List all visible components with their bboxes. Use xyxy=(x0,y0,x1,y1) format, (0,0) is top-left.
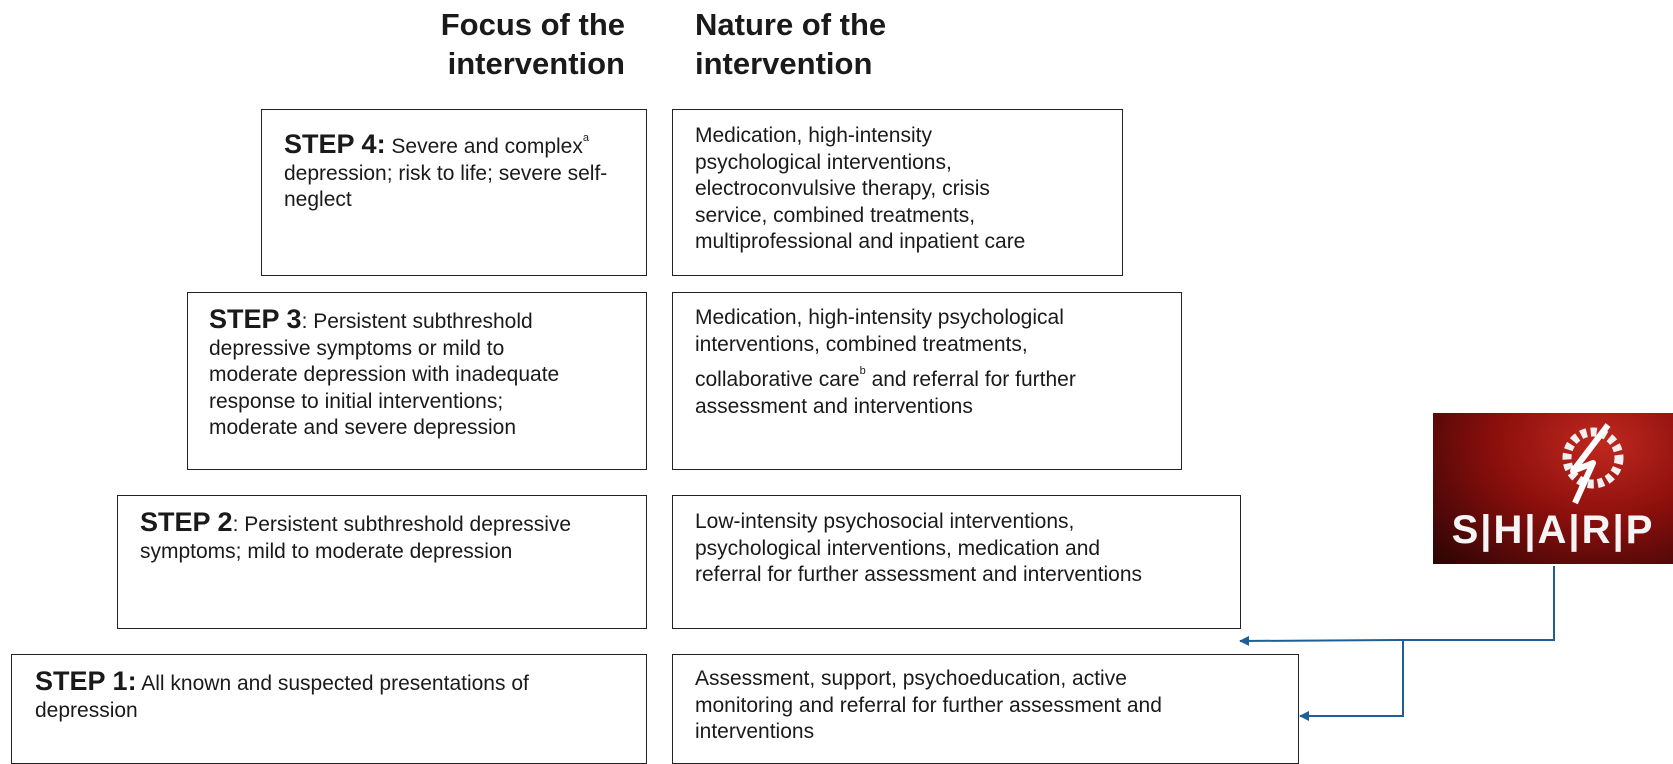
step2-sep: : xyxy=(232,513,239,536)
step4-nature-line: Medication, high-intensity xyxy=(695,124,932,147)
step2-nature-line: psychological interventions, medication … xyxy=(695,536,1101,560)
step3-focus-line: depressive symptoms or mild to xyxy=(209,336,505,360)
step1-nature-text: Assessment, support, psychoeducation, ac… xyxy=(695,666,1295,746)
step2-focus-first: Persistent subthreshold depressive xyxy=(244,513,572,536)
step3-focus-line: moderate depression with inadequate xyxy=(209,363,560,386)
step3-focus-line: Persistent subthreshold xyxy=(313,310,533,333)
step3-focus-line-1: STEP 3: Persistent subthreshold xyxy=(209,306,639,336)
step2-label: STEP 2 xyxy=(140,507,233,537)
step2-focus-line-1: STEP 2: Persistent subthreshold depressi… xyxy=(140,509,640,539)
step3-focus-line: response to initial interventions; xyxy=(209,389,504,413)
step3-nature-box: Medication, high-intensity psychological… xyxy=(672,292,1182,470)
step1-label: STEP 1 xyxy=(35,666,128,696)
step4-focus-rest: depression; risk to life; severe self-ne… xyxy=(284,161,608,212)
focus-header-line-2: intervention xyxy=(447,46,625,81)
step1-focus-first: All known and suspected presentations of xyxy=(141,672,529,695)
step4-footnote-a: a xyxy=(582,132,589,144)
step1-nature-line: monitoring and referral for further asse… xyxy=(695,693,1162,717)
step4-nature-line: multiprofessional and inpatient care xyxy=(695,230,1026,253)
step2-nature-text: Low-intensity psychosocial interventions… xyxy=(695,509,1235,589)
step3-focus-text: STEP 3: Persistent subthreshold depressi… xyxy=(209,306,639,442)
nature-header-line-2: intervention xyxy=(695,46,873,81)
step3-collaborative-care: collaborative care xyxy=(695,368,860,391)
step4-label: STEP 4 xyxy=(284,129,377,159)
step1-focus-text: STEP 1: All known and suspected presenta… xyxy=(35,668,635,724)
step3-nature-line: interventions, combined treatments, xyxy=(695,332,1028,356)
logo-connector-line xyxy=(1402,566,1555,641)
focus-column-header: Focus of the intervention xyxy=(380,5,625,83)
step1-nature-line: Assessment, support, psychoeducation, ac… xyxy=(695,667,1127,690)
step2-nature-box: Low-intensity psychosocial interventions… xyxy=(672,495,1241,629)
step1-focus-second: depression xyxy=(35,698,138,722)
nature-header-line-1: Nature of the xyxy=(695,7,887,42)
step4-nature-line: electroconvulsive therapy, crisis xyxy=(695,177,990,200)
step2-focus-text: STEP 2: Persistent subthreshold depressi… xyxy=(140,509,640,565)
step2-arrow xyxy=(1239,635,1403,646)
sharp-logo: S|H|A|R|P xyxy=(1433,413,1673,564)
step3-footnote-b: b xyxy=(859,365,866,377)
sharp-logo-text: S|H|A|R|P xyxy=(1451,508,1655,552)
step3-focus-box: STEP 3: Persistent subthreshold depressi… xyxy=(187,292,647,470)
step4-focus-text: STEP 4: Severe and complexa depression; … xyxy=(284,125,634,214)
step3-sep: : xyxy=(301,310,308,333)
step4-nature-box: Medication, high-intensity psychological… xyxy=(672,109,1123,276)
step2-focus-box: STEP 2: Persistent subthreshold depressi… xyxy=(117,495,647,629)
step4-focus-box: STEP 4: Severe and complexa depression; … xyxy=(261,109,647,276)
step1-nature-line: interventions xyxy=(695,720,815,743)
step3-label: STEP 3 xyxy=(209,304,302,334)
step3-nature-line: collaborative careb and referral for fur… xyxy=(695,358,1175,394)
step2-nature-line: referral for further assessment and inte… xyxy=(695,563,1143,586)
step1-focus-line-1: STEP 1: All known and suspected presenta… xyxy=(35,668,635,698)
step4-sep: : xyxy=(376,129,386,159)
step1-focus-box: STEP 1: All known and suspected presenta… xyxy=(11,654,647,764)
sharp-symbol-icon xyxy=(1562,423,1624,505)
step1-arrow xyxy=(1299,640,1404,721)
step3-focus-line: moderate and severe depression xyxy=(209,416,517,439)
step2-nature-line: Low-intensity psychosocial interventions… xyxy=(695,510,1075,533)
step3-nature-text: Medication, high-intensity psychological… xyxy=(695,305,1175,420)
step1-nature-box: Assessment, support, psychoeducation, ac… xyxy=(672,654,1299,764)
step3-nature-line: Medication, high-intensity psychological xyxy=(695,306,1064,329)
step3-nature-line: assessment and interventions xyxy=(695,394,973,418)
nature-column-header: Nature of the intervention xyxy=(695,5,995,83)
focus-header-line-1: Focus of the xyxy=(440,7,625,42)
step4-nature-text: Medication, high-intensity psychological… xyxy=(695,123,1115,256)
step3-care-rest: and referral for further xyxy=(871,368,1076,391)
step1-sep: : xyxy=(127,666,137,696)
step4-focus-main: Severe and complex xyxy=(391,135,583,158)
step4-nature-line: psychological interventions, xyxy=(695,150,952,174)
step2-focus-second: symptoms; mild to moderate depression xyxy=(140,539,513,563)
step4-nature-line: service, combined treatments, xyxy=(695,203,976,227)
